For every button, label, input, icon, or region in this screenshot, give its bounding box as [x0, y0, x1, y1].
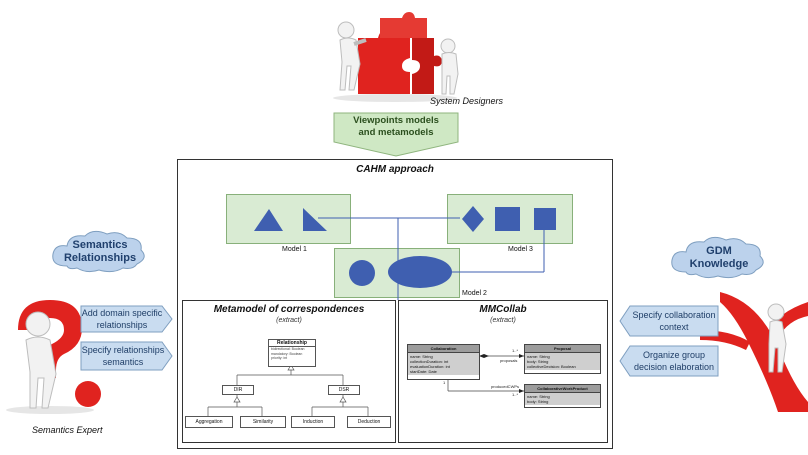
- proposal-attr: name: String: [527, 354, 550, 359]
- cahm-title: CAHM approach: [356, 164, 434, 175]
- collaboration-attr: name: String: [410, 354, 433, 359]
- cwp-multiplicity: 1..*: [512, 392, 519, 397]
- aggregation-class: Aggregation: [185, 416, 233, 428]
- semantics-expert-illustration: [0, 290, 110, 415]
- relationship-class: Relationship bidirectional: Boolean mand…: [268, 339, 316, 367]
- produced-role-label: producedCWPs: [491, 384, 520, 389]
- proposal-attr: body: String: [527, 359, 549, 364]
- cloud-icon: [52, 230, 145, 273]
- metamodel-title: Metamodel of correspondences: [213, 304, 365, 315]
- right-triangle-shape: [303, 208, 327, 231]
- diamond-shape: [462, 206, 484, 232]
- left-arrow1-line1: Add domain specific: [81, 308, 163, 318]
- dir-class: DIR: [222, 385, 254, 395]
- viewpoints-arrow: Viewpoints models and metamodels: [333, 112, 459, 157]
- model3-label: Model 3: [508, 246, 533, 253]
- induction-class: Induction: [291, 416, 335, 428]
- ellipse-shape: [388, 256, 452, 288]
- semantics-relationships-cloud: Semantics Relationships: [47, 230, 153, 274]
- circle-shape: [349, 260, 375, 286]
- relationship-attr3: priority: int: [271, 356, 288, 360]
- triangle-shape: [254, 209, 283, 231]
- collaboration-attr: startDate: Date: [410, 369, 437, 374]
- left-arrow-icon: [619, 305, 719, 337]
- add-domain-arrow: Add domain specific relationships: [80, 305, 173, 333]
- left-cloud-line2: Relationships: [63, 252, 137, 264]
- right-arrow-icon: [80, 341, 173, 371]
- viewpoints-line1: Viewpoints models: [353, 115, 439, 126]
- model2-label: Model 2: [462, 290, 487, 297]
- similarity-class: Similarity: [240, 416, 286, 428]
- cloud-icon: [671, 236, 764, 279]
- collaboration-attr: evaluationDuration: int: [410, 364, 450, 369]
- relationship-attr1: bidirectional: Boolean: [271, 347, 305, 351]
- collaboration-name: Collaboration: [408, 345, 479, 353]
- proposals-multiplicity: 1..*: [512, 348, 519, 353]
- relationship-name: Relationship: [269, 340, 315, 347]
- cwp-attr: body: String: [527, 399, 549, 404]
- specify-semantics-arrow: Specify relationships semantics: [80, 341, 173, 371]
- left-arrow-icon: [619, 345, 719, 377]
- proposals-role-label: proposals: [500, 358, 518, 363]
- crossroads-person-icon: [700, 292, 808, 412]
- right-arrow2-line2: decision elaboration: [633, 362, 715, 372]
- model1-box: [226, 194, 351, 244]
- collab-multiplicity: 1: [443, 380, 446, 385]
- right-arrow2-line1: Organize group: [642, 350, 706, 360]
- left-arrow2-line2: semantics: [102, 357, 144, 367]
- metamodel-subtitle: (extract): [276, 317, 302, 324]
- model1-label: Model 1: [282, 246, 307, 253]
- right-cloud-line1: GDM: [706, 245, 732, 257]
- gdm-knowledge-cloud: GDM Knowledge: [666, 236, 772, 280]
- puzzle-people-icon: [333, 12, 459, 102]
- organize-group-arrow: Organize group decision elaboration: [619, 345, 719, 377]
- right-arrow-icon: [80, 305, 173, 333]
- right-arrow1-line2: context: [659, 322, 689, 332]
- specify-collaboration-arrow: Specify collaboration context: [619, 305, 719, 337]
- deduction-class: Deduction: [347, 416, 391, 428]
- square-shape-1: [495, 207, 520, 231]
- cwp-name: CollaborativeWorkProduct: [525, 385, 600, 393]
- proposal-class: Proposal name: String body: String colle…: [524, 344, 601, 374]
- system-designers-label: System Designers: [430, 96, 504, 106]
- collaboration-class: Collaboration name: String collectionDur…: [407, 344, 480, 380]
- question-mark-person-icon: [6, 300, 101, 414]
- proposal-name: Proposal: [525, 345, 600, 353]
- right-cloud-line2: Knowledge: [689, 258, 749, 270]
- square-shape-2: [534, 208, 556, 230]
- down-arrow-icon: [333, 112, 459, 157]
- left-cloud-line1: Semantics: [72, 239, 128, 251]
- mmcollab-title: MMCollab: [479, 304, 527, 315]
- right-arrow1-line1: Specify collaboration: [632, 310, 716, 320]
- viewpoints-line2: and metamodels: [358, 127, 434, 138]
- cwp-class: CollaborativeWorkProduct name: String bo…: [524, 384, 601, 408]
- gdm-illustration: [700, 282, 808, 412]
- mmcollab-subtitle: (extract): [490, 317, 516, 324]
- proposal-attr: collectiveDecision: Boolean: [527, 364, 576, 369]
- left-arrow1-line2: relationships: [96, 320, 148, 330]
- system-designers-illustration: [320, 8, 470, 103]
- dsr-class: DSR: [328, 385, 360, 395]
- collaboration-attr: collectionDuration: int: [410, 359, 449, 364]
- relationship-attr2: mandatory: Boolean: [271, 351, 303, 356]
- left-arrow2-line1: Specify relationships: [81, 345, 165, 355]
- cwp-attr: name: String: [527, 394, 550, 399]
- semantics-expert-label: Semantics Expert: [32, 425, 103, 435]
